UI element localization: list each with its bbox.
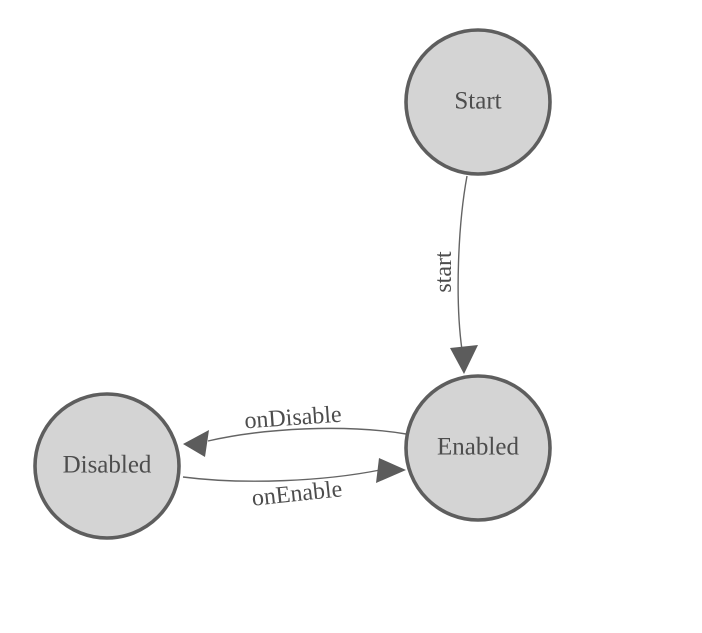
edge-start-to-enabled[interactable]: start [431, 175, 478, 374]
state-node-start[interactable]: Start [404, 28, 552, 176]
edge-label-ondisable: onDisable [244, 402, 343, 435]
arrowhead-disabled-to-enabled [376, 458, 406, 483]
edge-line-enabled-to-disabled [207, 427, 407, 442]
edge-line-start-to-enabled [457, 175, 468, 351]
edge-line-disabled-to-enabled [182, 469, 381, 482]
arrowhead-enabled-to-disabled [183, 430, 209, 457]
state-label-disabled: Disabled [63, 452, 152, 479]
arrowhead-start-to-enabled [450, 345, 478, 374]
state-circle-enabled [404, 374, 552, 522]
state-node-enabled[interactable]: Enabled [404, 374, 552, 522]
state-circle-start [404, 28, 552, 176]
edge-disabled-to-enabled[interactable]: onEnable [182, 458, 406, 512]
state-circle-disabled [33, 392, 181, 540]
state-node-disabled[interactable]: Disabled [33, 392, 181, 540]
edge-label-start: start [431, 251, 457, 293]
edge-enabled-to-disabled[interactable]: onDisable [183, 402, 407, 457]
state-label-start: Start [454, 88, 501, 115]
state-label-enabled: Enabled [437, 434, 519, 461]
